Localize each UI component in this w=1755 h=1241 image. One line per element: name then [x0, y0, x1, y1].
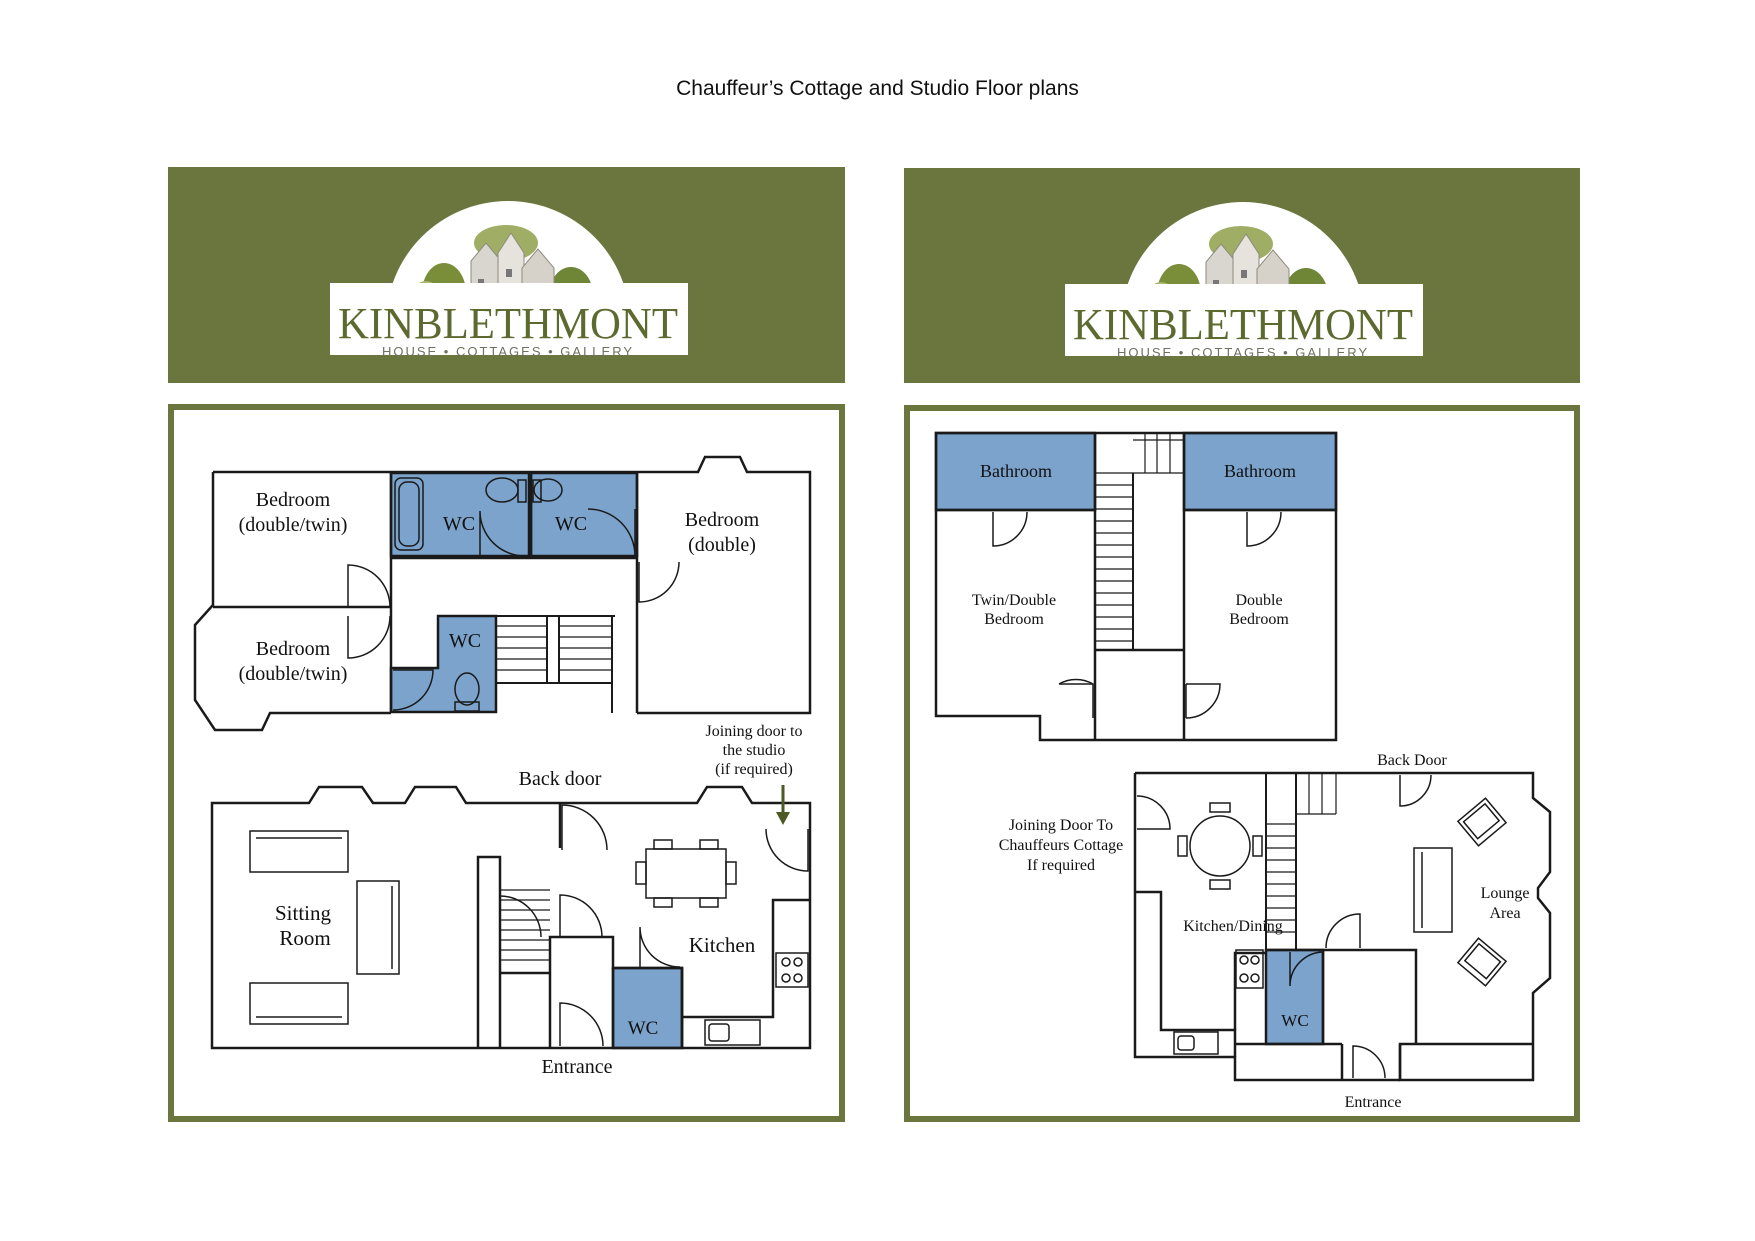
studio-wc-label: WC	[1281, 1011, 1308, 1030]
studio-plan-frame	[904, 405, 1580, 1122]
studio-back-door-label: Back Door	[1377, 752, 1447, 769]
cottage-logo-name: KINBLETHMONT	[338, 299, 678, 348]
wc-bath-label: WC	[443, 513, 475, 535]
studio-bathroom-right-label: Bathroom	[1224, 461, 1296, 481]
double-bedroom-label: Double	[1235, 592, 1282, 609]
studio-entrance-label: Entrance	[1345, 1094, 1402, 1111]
lounge-area-label-2: Area	[1489, 905, 1520, 922]
cottage-entrance-label: Entrance	[541, 1056, 612, 1078]
joining-door-label-2: the studio	[723, 742, 786, 759]
studio-logo-subtitle: HOUSE • COTTAGES • GALLERY	[1117, 345, 1369, 360]
studio-joining-door-label-1: Joining Door To	[1009, 817, 1113, 834]
studio-logo-name: KINBLETHMONT	[1073, 300, 1413, 349]
wc-shower-label: WC	[555, 513, 587, 535]
page-title: Chauffeur’s Cottage and Studio Floor pla…	[676, 77, 1079, 100]
bedroom-2-label: Bedroom	[256, 638, 331, 660]
cottage-ground-floor	[210, 785, 812, 1050]
joining-door-label-3: (if required)	[715, 761, 793, 778]
twin-double-bedroom-label: Twin/Double	[972, 592, 1056, 609]
sitting-room-label-2: Room	[279, 926, 330, 950]
kitchen-label: Kitchen	[689, 933, 756, 957]
wc-ground-label: WC	[628, 1018, 659, 1039]
bedroom-1-label: Bedroom	[256, 489, 331, 511]
studio-joining-door-label-3: If required	[1027, 857, 1095, 874]
studio-ground-floor	[1133, 771, 1552, 1082]
sitting-room-label: Sitting	[275, 901, 332, 925]
bedroom-3-type: (double)	[688, 534, 756, 556]
bedroom-2-type: (double/twin)	[239, 663, 348, 685]
lounge-area-label: Lounge	[1481, 885, 1530, 902]
cottage-upper-floor	[193, 455, 812, 732]
studio-bathroom-left-room	[934, 431, 1097, 512]
studio-joining-door-label-2: Chauffeurs Cottage	[999, 837, 1124, 854]
studio-bathroom-left-label: Bathroom	[980, 461, 1052, 481]
wc-hall-label: WC	[449, 630, 481, 652]
cottage-back-door-label: Back door	[519, 768, 602, 790]
bedroom-1-type: (double/twin)	[239, 514, 348, 536]
twin-double-bedroom-label-2: Bedroom	[984, 611, 1044, 628]
cottage-logo-subtitle: HOUSE • COTTAGES • GALLERY	[382, 344, 634, 359]
double-bedroom-label-2: Bedroom	[1229, 611, 1289, 628]
joining-door-label-1: Joining door to	[706, 723, 803, 740]
kitchen-dining-label: Kitchen/Dining	[1183, 918, 1283, 935]
studio-upper-floor	[934, 431, 1338, 742]
bedroom-3-label: Bedroom	[685, 509, 760, 531]
